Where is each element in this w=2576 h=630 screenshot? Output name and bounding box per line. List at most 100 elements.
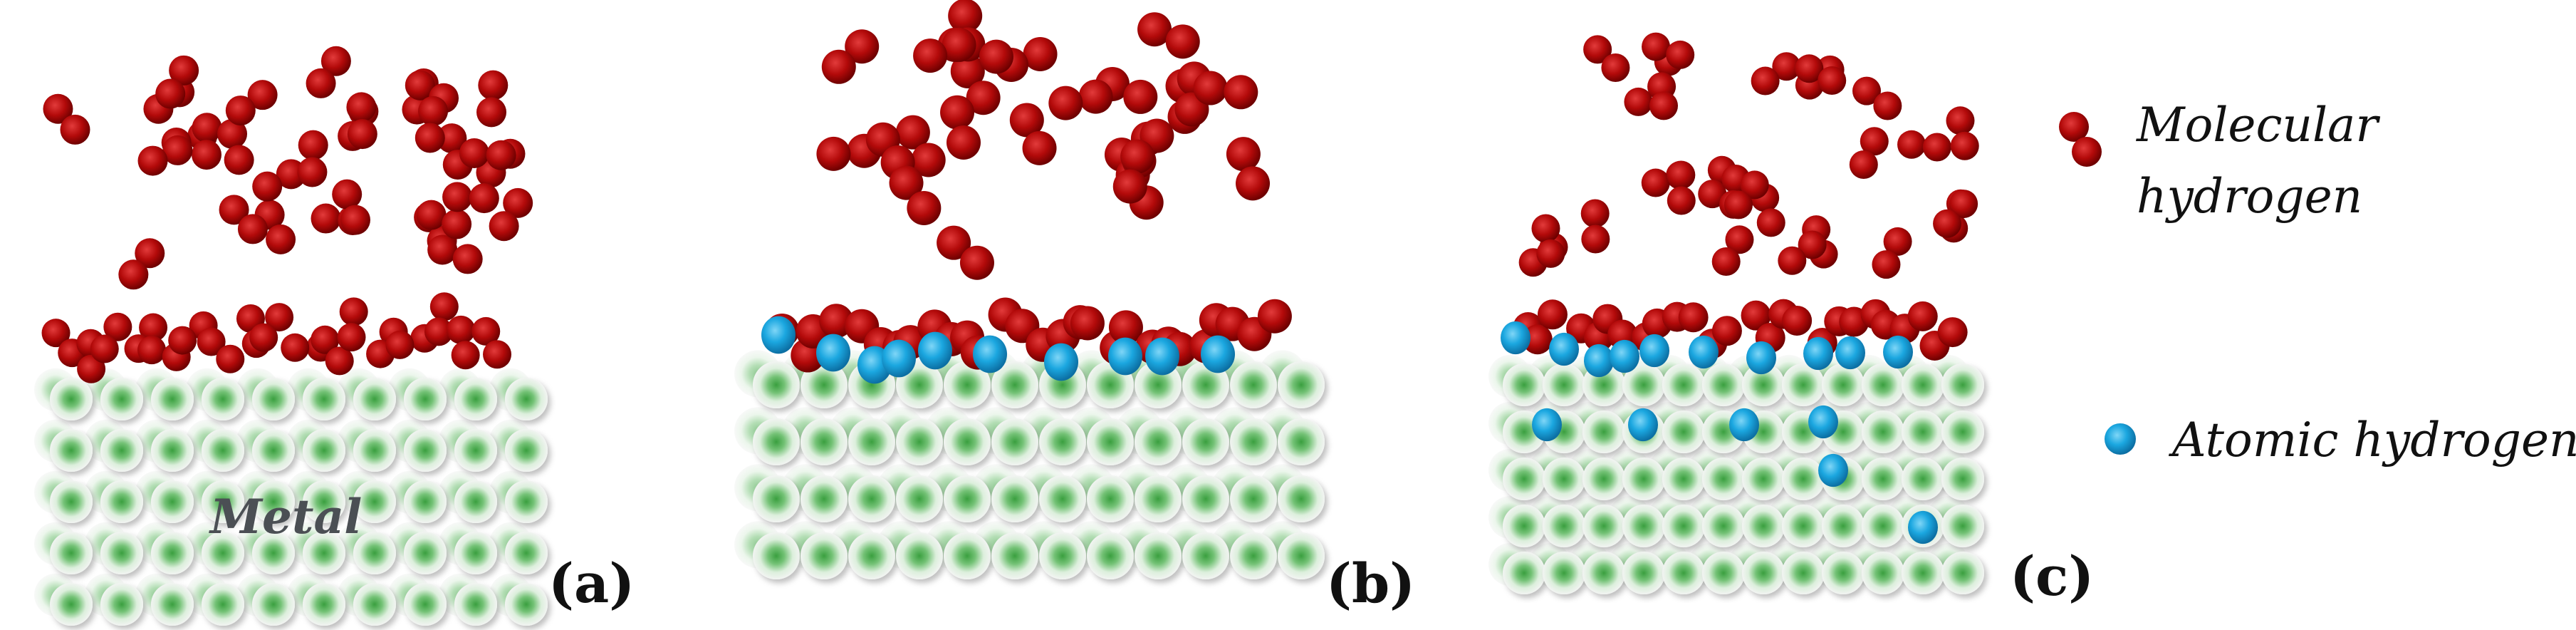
panel-b-molecules [761, 0, 1292, 384]
metal-atom [1182, 361, 1229, 408]
legend-atomic-hydrogen-icon [2105, 423, 2136, 455]
adsorbed-hydrogen [1741, 300, 1771, 331]
hydrogen-molecule [1112, 139, 1155, 204]
hydrogen-atom [1583, 35, 1612, 64]
metal-atom [801, 418, 848, 465]
hydrogen-atom [168, 326, 197, 355]
atomic-hydrogen [761, 316, 796, 354]
metal-atom [1543, 458, 1585, 500]
hydrogen-atom [1666, 40, 1695, 69]
hydrogen-atom [1023, 36, 1058, 71]
panel-b: (b) [734, 0, 1415, 615]
hydrogen-atom [1531, 214, 1560, 243]
adsorbed-hydrogen [1711, 316, 1742, 346]
metal-atom [151, 429, 194, 472]
hydrogen-atom [1009, 103, 1044, 138]
hydrogen-atom [1649, 91, 1679, 120]
hydrogen-atom [478, 70, 509, 100]
hydrogen-atom [1137, 12, 1172, 47]
hydrogen-atom [1860, 127, 1889, 156]
metal-atom [1230, 532, 1277, 579]
panel-a-metal [34, 368, 548, 626]
hydrogen-atom [1112, 169, 1147, 204]
hydrogen-atom [889, 165, 924, 200]
hydrogen-molecule [219, 195, 268, 244]
hydrogen-atom [249, 323, 278, 352]
hydrogen-molecule [1226, 137, 1271, 201]
hydrogen-atom [1236, 166, 1271, 201]
metal-atom [753, 475, 800, 522]
hydrogen-molecule [311, 325, 354, 376]
adsorbed-hydrogen [1070, 306, 1105, 341]
metal-atom [848, 418, 895, 465]
hydrogen-atom [1933, 209, 1962, 238]
hydrogen-atom [907, 190, 942, 225]
atomic-hydrogen [1803, 336, 1833, 371]
hydrogen-atom [447, 315, 476, 344]
metal-atom [505, 378, 548, 420]
metal-atom [303, 532, 345, 574]
hydrogen-atom [911, 143, 946, 177]
hydrogen-atom [252, 171, 283, 202]
hydrogen-atom [427, 234, 458, 265]
metal-atom [1278, 418, 1325, 465]
hydrogen-atom [424, 317, 454, 346]
metal-atom [1622, 458, 1665, 500]
hydrogen-molecule [950, 53, 1001, 115]
metal-atom [404, 583, 447, 626]
metal-atom [1941, 505, 1984, 547]
metal-atom [848, 532, 895, 579]
hydrogen-molecule [1711, 225, 1754, 277]
hydrogen-molecule [1778, 230, 1827, 275]
metal-atom [454, 480, 497, 523]
adsorbed-hydrogen [1537, 299, 1568, 330]
atomic-hydrogen [1201, 335, 1235, 373]
metal-atom [1622, 505, 1665, 547]
hydrogen-atom [1852, 76, 1882, 105]
metal-atom [1182, 532, 1229, 579]
hydrogen-molecule [937, 225, 994, 280]
metal-atom [1278, 361, 1325, 408]
metal-atom [100, 480, 143, 523]
atomic-hydrogen [1584, 344, 1614, 378]
hydrogen-atom [265, 303, 294, 332]
hydrogen-molecule [43, 93, 90, 145]
metal-atom [202, 378, 244, 420]
metal-atom [1230, 418, 1277, 465]
panel-c-metal [1488, 355, 1984, 594]
hydrogen-atom [1897, 130, 1926, 159]
hydrogen-atom [237, 214, 268, 244]
metal-atom [1622, 363, 1665, 406]
atomic-hydrogen [1145, 337, 1179, 376]
metal-atom [1039, 475, 1086, 522]
hydrogen-molecule [427, 234, 483, 274]
hydrogen-molecule [821, 29, 880, 84]
hydrogen-atom [942, 27, 976, 62]
metal-atom [1862, 458, 1904, 500]
hydrogen-atom [191, 140, 221, 170]
hydrogen-molecule [1048, 79, 1113, 120]
legend-molecular-hydrogen-icon [2059, 112, 2102, 167]
hydrogen-atom [937, 225, 971, 260]
hydrogen-atom [1724, 190, 1753, 220]
atomic-hydrogen [1549, 332, 1579, 366]
hydrogen-atom [225, 95, 256, 126]
hydrogen-atom [429, 292, 459, 321]
hydrogen-molecule [1849, 127, 1889, 179]
hydrogen-molecule [332, 179, 370, 235]
hydrogen-molecule [940, 95, 981, 160]
hydrogen-atom [483, 340, 512, 369]
metal-atom [1822, 505, 1865, 547]
metal-atom [100, 583, 143, 626]
hydrogen-atom [979, 39, 1013, 74]
atomic-hydrogen [1835, 336, 1865, 370]
hydrogen-molecule [1751, 52, 1801, 95]
hydrogen-molecule [1531, 214, 1565, 268]
hydrogen-atom [416, 200, 447, 230]
hydrogen-atom [1193, 71, 1228, 105]
hydrogen-molecule [1009, 103, 1057, 165]
hydrogen-atom [895, 115, 930, 150]
metal-atom [1902, 458, 1944, 500]
metal-atom [801, 532, 848, 579]
hydrogen-atom [1226, 137, 1261, 172]
